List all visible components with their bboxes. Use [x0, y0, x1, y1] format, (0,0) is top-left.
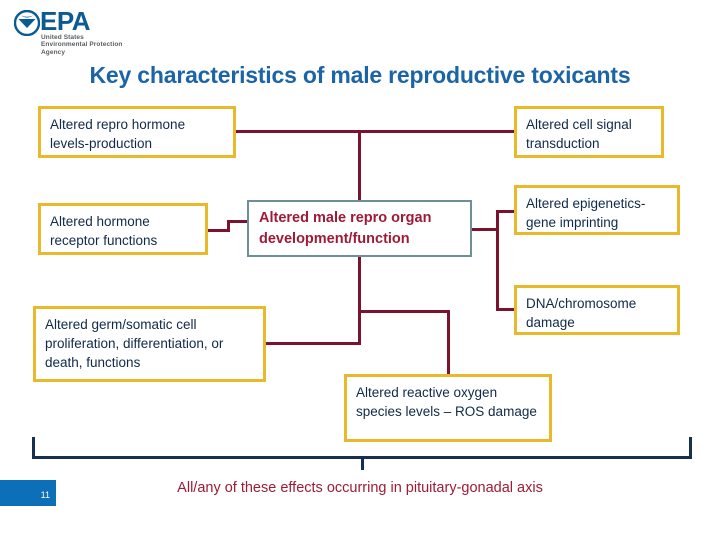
- connector-left-stub-a: [208, 229, 230, 232]
- box-altered-cell-signal-transduction[interactable]: Altered cell signal transduction: [514, 106, 664, 158]
- connector-left-stub-b: [227, 220, 249, 223]
- box-altered-germ-somatic-cell-proliferation[interactable]: Altered germ/somatic cell proliferation,…: [33, 306, 266, 382]
- box-altered-reactive-oxygen-species[interactable]: Altered reactive oxygen species levels –…: [344, 374, 552, 442]
- box-altered-male-repro-organ-development[interactable]: Altered male repro organ development/fun…: [247, 200, 472, 257]
- box-altered-repro-hormone-levels[interactable]: Altered repro hormone levels-production: [38, 106, 236, 158]
- brace-right-end: [689, 437, 692, 458]
- epa-seal-icon: [13, 9, 41, 41]
- connector-germ-horizontal: [266, 342, 361, 345]
- connector-top-vertical: [358, 130, 361, 202]
- epa-subtitle: United States Environmental Protection A…: [41, 34, 123, 56]
- connector-dna: [496, 308, 516, 311]
- box-altered-hormone-receptor-functions[interactable]: Altered hormone receptor functions: [38, 203, 208, 255]
- connector-top-horizontal: [236, 130, 514, 133]
- connector-ros-vertical: [447, 310, 450, 376]
- bottom-brace: [32, 437, 692, 470]
- brace-horizontal: [32, 456, 692, 459]
- epa-logo: EPA United States Environmental Protecti…: [13, 6, 144, 56]
- page-title: Key characteristics of male reproductive…: [89, 62, 631, 88]
- connector-epigenetics: [496, 210, 516, 213]
- epa-wordmark: EPA: [40, 6, 91, 36]
- box-dna-chromosome-damage[interactable]: DNA/chromosome damage: [514, 285, 680, 335]
- connector-right-vertical: [496, 210, 499, 310]
- brace-left-end: [32, 437, 35, 458]
- box-altered-epigenetics-gene-imprinting[interactable]: Altered epigenetics-gene imprinting: [514, 185, 680, 235]
- connector-bottom-vertical: [358, 257, 361, 345]
- brace-center-tick: [361, 458, 364, 470]
- page-number-badge: 11: [0, 480, 56, 506]
- connector-left-step: [227, 220, 230, 232]
- connector-ros-horizontal: [358, 310, 450, 313]
- connector-right-stub: [472, 228, 499, 231]
- summary-caption: All/any of these effects occurring in pi…: [177, 480, 543, 496]
